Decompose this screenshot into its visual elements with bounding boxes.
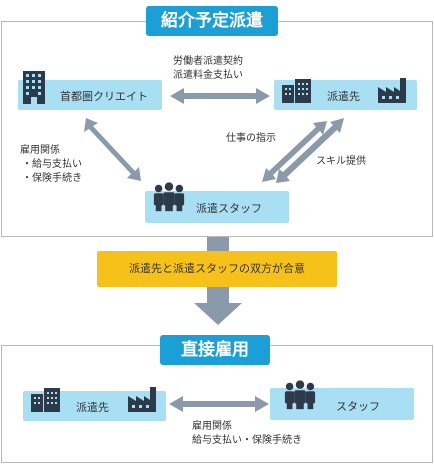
bottom-relation-arrow [169, 396, 269, 412]
instruction-label: 仕事の指示 [226, 133, 276, 144]
instruction-arrow [262, 121, 327, 182]
dispatch-label: 派遣先 [327, 90, 360, 103]
flow-arrow-lower [194, 287, 242, 325]
employment-arrow [84, 118, 141, 181]
top-arrows [84, 88, 344, 183]
city-building-icon [31, 388, 60, 412]
agreement-box: 派遣先と派遣スタッフの双方が合意 [97, 251, 337, 287]
city-building-icon [282, 79, 311, 103]
factory-icon [128, 387, 156, 412]
employment-line1: 雇用関係 [20, 145, 60, 156]
relation-line2: 給与支払い・保険手続き [192, 435, 302, 446]
flow-arrow-upper [207, 237, 229, 251]
people-icon [284, 380, 316, 410]
client-label: 首都圏クリエイト [60, 90, 148, 103]
relation-line1: 雇用関係 [192, 421, 232, 432]
contract-line1: 労働者派遣契約 [173, 56, 243, 67]
top-title: 紹介予定派遣 [146, 6, 278, 36]
employment-line3: ・保険手続き [22, 173, 82, 184]
employment-line2: ・給与支払い [22, 159, 82, 170]
bottom-dispatch-label: 派遣先 [76, 401, 109, 414]
bottom-title: 直接雇用 [160, 335, 270, 365]
contract-line2: 派遣料金支払い [173, 70, 243, 81]
skill-label: スキル提供 [316, 156, 366, 167]
bottom-staff-label: スタッフ [336, 400, 380, 413]
contract-arrow [170, 88, 270, 104]
people-icon [153, 182, 185, 212]
factory-icon [378, 78, 406, 103]
building-icon [23, 71, 45, 104]
skill-arrow [276, 118, 344, 183]
staff-label: 派遣スタッフ [196, 202, 262, 215]
